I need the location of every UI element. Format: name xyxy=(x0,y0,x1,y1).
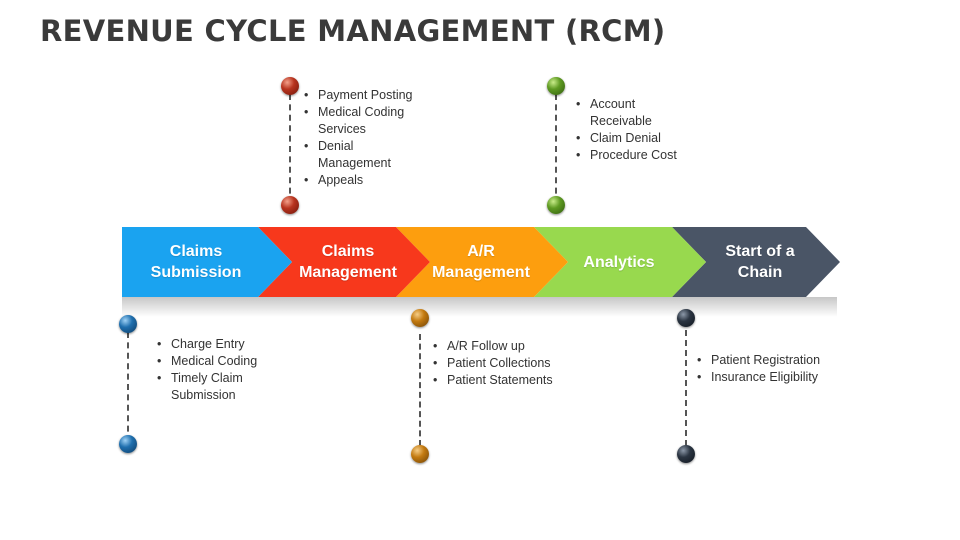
list-item: Claim Denial xyxy=(576,130,691,147)
list-item: Patient Statements xyxy=(433,372,563,389)
chevron-claims-submission xyxy=(122,227,292,297)
connector-line-ar-management xyxy=(419,334,421,446)
stage-label-line1: Claims xyxy=(169,243,223,260)
green-bead-icon xyxy=(547,77,565,95)
green-bead-icon xyxy=(547,196,565,214)
stage-label-line1: Analytics xyxy=(583,253,655,271)
connector-line-claims-submission xyxy=(127,332,129,442)
stage-label-line2: Chain xyxy=(737,264,783,281)
list-item: Account Receivable xyxy=(576,96,691,130)
orange-bead-icon xyxy=(411,309,429,327)
stage-label-line2: Management xyxy=(432,264,530,281)
list-item: Medical Coding xyxy=(157,353,277,370)
blue-bead-icon xyxy=(119,435,137,453)
list-item: A/R Follow up xyxy=(433,338,563,355)
connector-line-analytics xyxy=(555,94,557,204)
chevron-analytics xyxy=(534,227,706,297)
red-bead-icon xyxy=(281,77,299,95)
stage-label-start-of-chain: Start of a Chain xyxy=(704,227,816,297)
dark-bead-icon xyxy=(677,309,695,327)
list-item: Insurance Eligibility xyxy=(697,369,837,386)
stage-label-line1: A/R xyxy=(467,243,495,260)
callout-list-claims-management: Payment Posting Medical Coding Services … xyxy=(304,87,424,189)
callout-list-claims-submission: Charge Entry Medical Coding Timely Claim… xyxy=(157,336,277,404)
list-item: Payment Posting xyxy=(304,87,424,104)
stage-label-ar-management: A/R Management xyxy=(424,227,538,297)
dark-bead-icon xyxy=(677,445,695,463)
red-bead-icon xyxy=(281,196,299,214)
page-title: REVENUE CYCLE MANAGEMENT (RCM) xyxy=(40,14,666,48)
list-item: Appeals xyxy=(304,172,424,189)
list-item: Charge Entry xyxy=(157,336,277,353)
list-item: Patient Collections xyxy=(433,355,563,372)
list-item: Patient Registration xyxy=(697,352,837,369)
list-item: Procedure Cost xyxy=(576,147,691,164)
callout-list-start-of-chain: Patient Registration Insurance Eligibili… xyxy=(697,352,837,386)
list-item: Timely Claim Submission xyxy=(157,370,277,404)
stage-label-line1: Claims xyxy=(321,243,375,260)
list-item: Medical Coding Services xyxy=(304,104,424,138)
callout-list-analytics: Account Receivable Claim Denial Procedur… xyxy=(576,96,691,164)
stage-label-line1: Start of a xyxy=(725,243,795,260)
stage-label-analytics: Analytics xyxy=(564,227,674,297)
chevron-claims-management xyxy=(258,227,430,297)
list-item: Denial Management xyxy=(304,138,424,172)
flow-shadow xyxy=(122,297,837,317)
connector-line-claims-management xyxy=(289,94,291,204)
chevron-ar-management xyxy=(396,227,568,297)
stage-label-line2: Management xyxy=(299,264,397,281)
callout-list-ar-management: A/R Follow up Patient Collections Patien… xyxy=(433,338,563,389)
connector-line-start-of-chain xyxy=(685,330,687,446)
stage-label-line2: Submission xyxy=(150,264,242,281)
blue-bead-icon xyxy=(119,315,137,333)
orange-bead-icon xyxy=(411,445,429,463)
chevron-start-of-chain xyxy=(672,227,840,297)
